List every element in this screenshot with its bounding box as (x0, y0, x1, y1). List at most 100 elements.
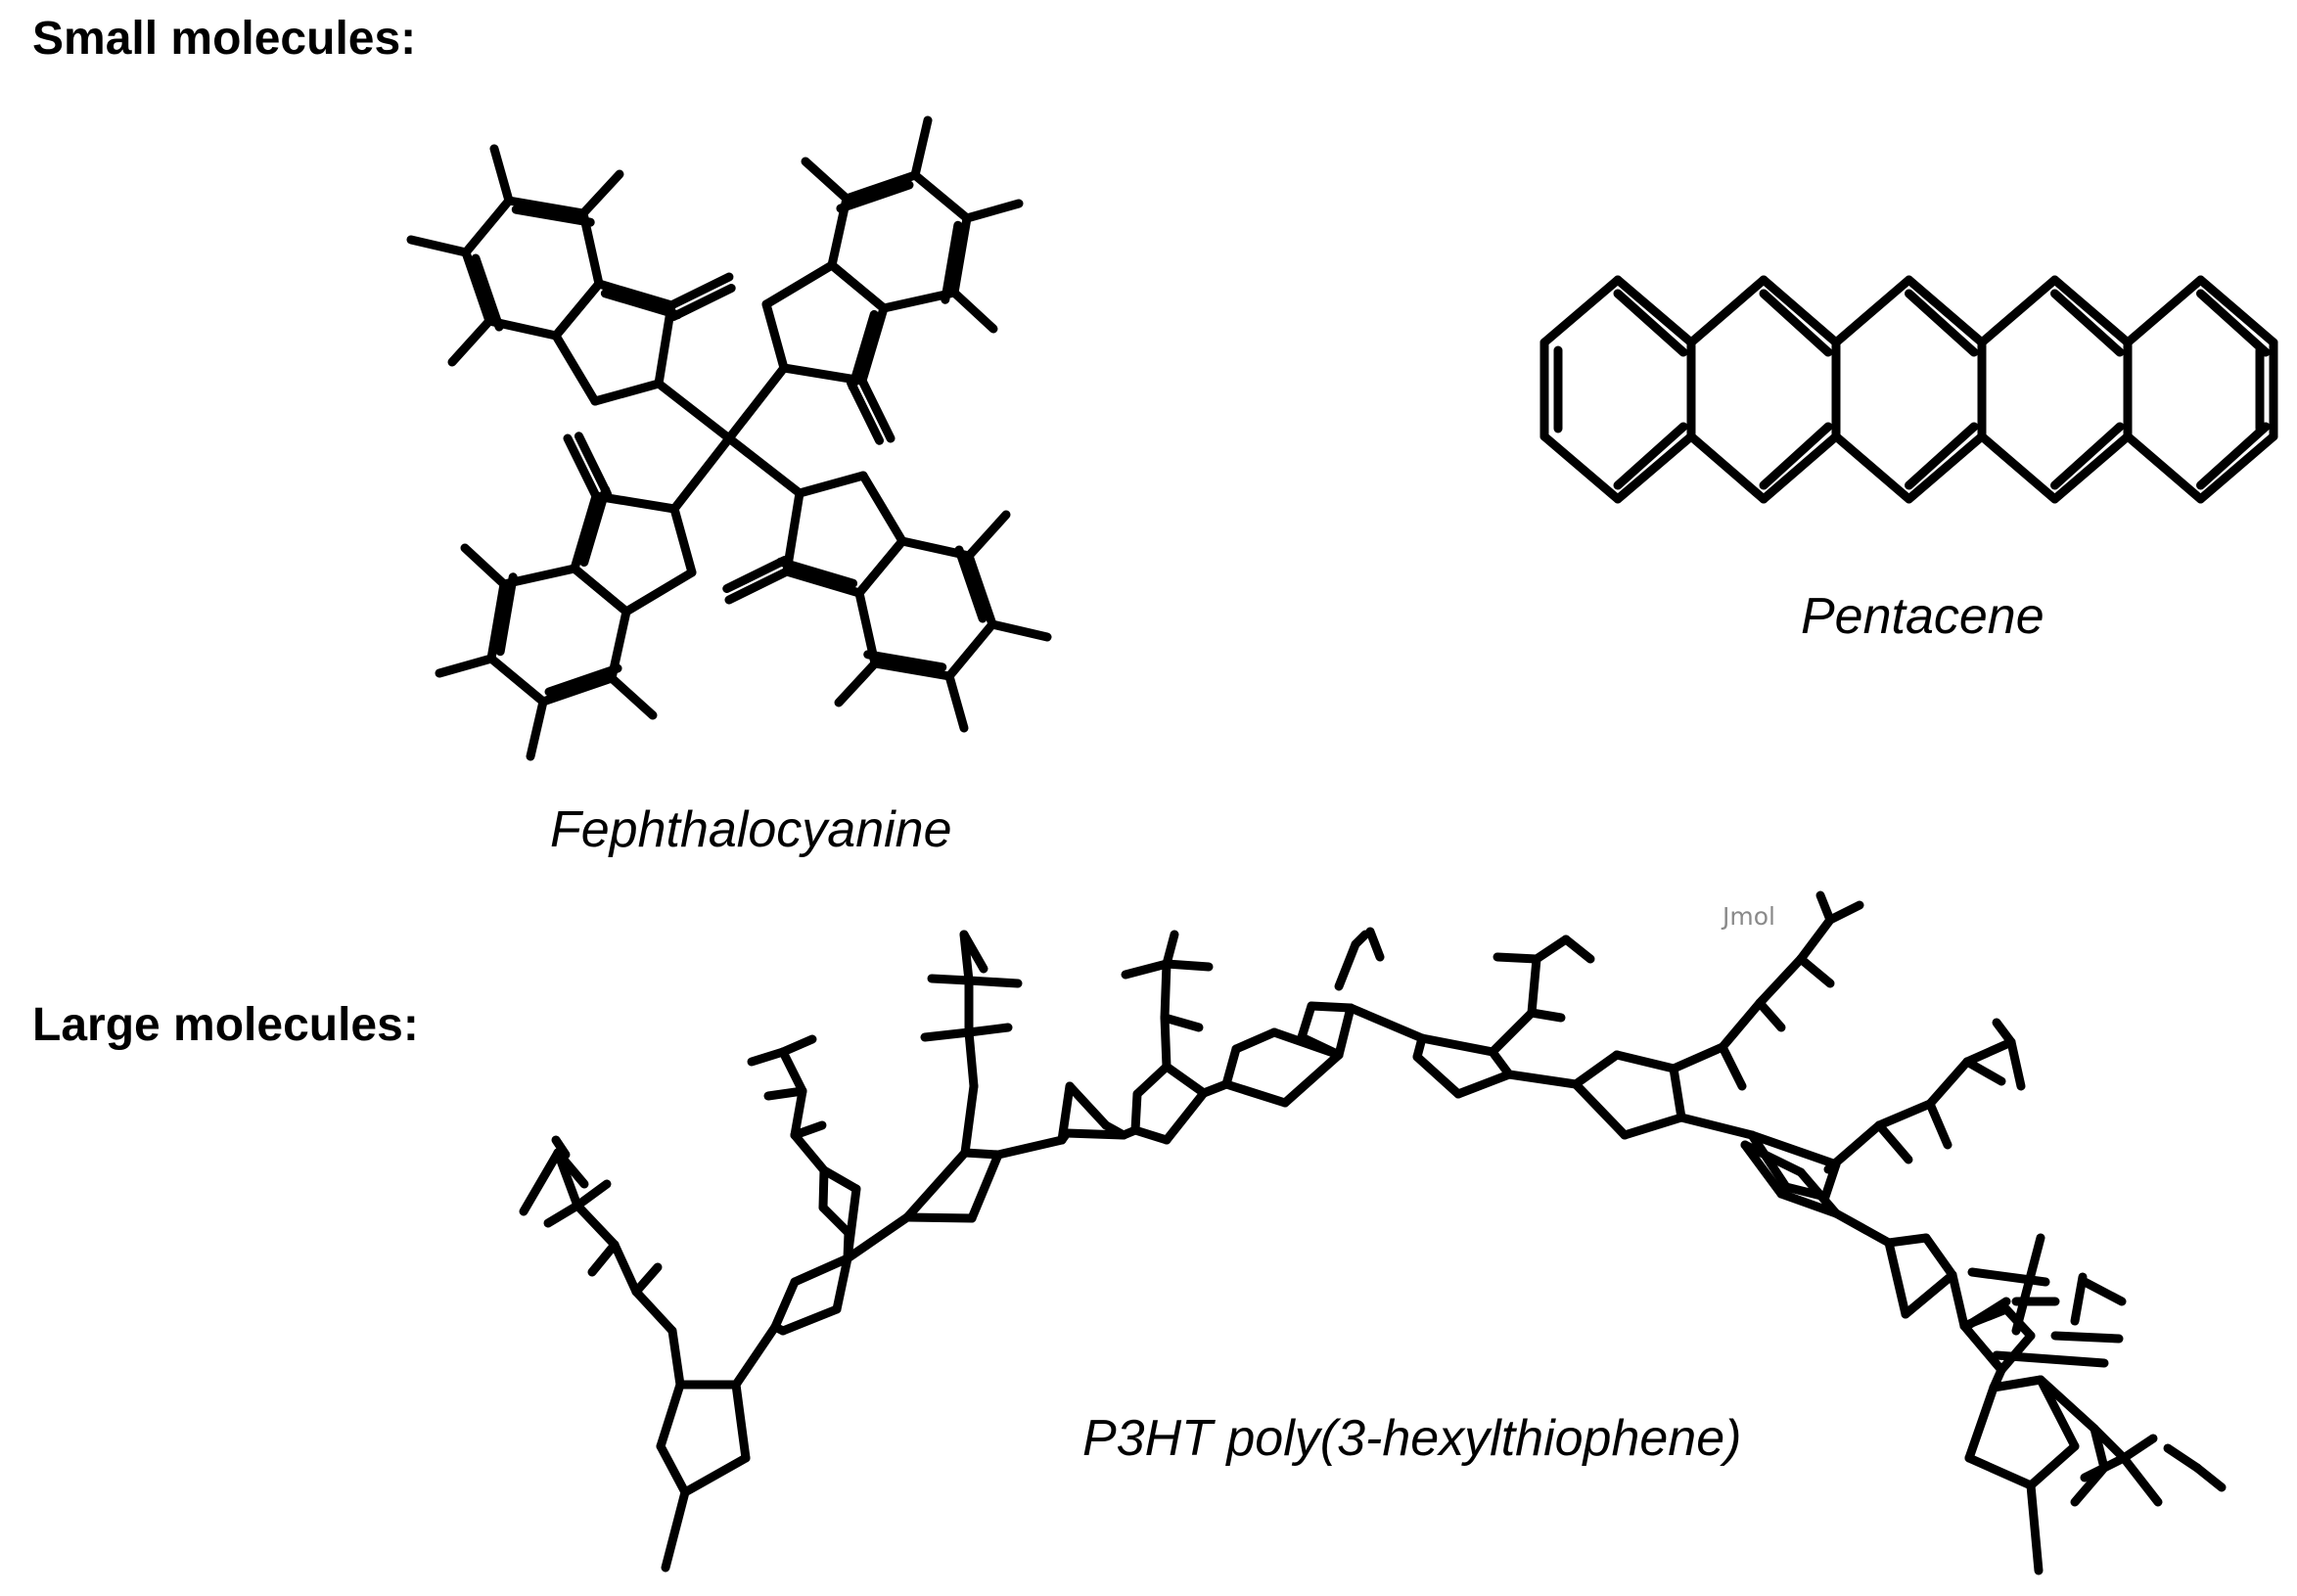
bond (1962, 1297, 2011, 1331)
bond (1539, 275, 1623, 347)
bond (1796, 915, 1835, 964)
bond (489, 144, 514, 205)
bond (661, 1487, 690, 1573)
bond (2050, 289, 2125, 357)
bond (2006, 1037, 2026, 1091)
bond (795, 471, 868, 498)
bond (910, 115, 933, 180)
bond (600, 289, 682, 320)
bond (607, 673, 658, 720)
bond (1297, 1001, 1316, 1042)
bond (654, 379, 734, 443)
bond (1823, 1120, 1884, 1174)
bond (1874, 1099, 1935, 1130)
bond (1612, 1050, 1678, 1073)
bond (511, 205, 595, 227)
bond (1571, 1079, 1630, 1140)
bond (902, 1212, 977, 1223)
bond (790, 1086, 807, 1140)
bond (1796, 1167, 1841, 1218)
bond (964, 976, 1023, 988)
bond (2036, 1375, 2099, 1434)
bond (1962, 1057, 2006, 1086)
bond (1759, 275, 1841, 347)
bond (848, 309, 879, 391)
bond (1686, 432, 1769, 504)
bond (724, 567, 792, 605)
bond (435, 654, 496, 678)
bond (1759, 422, 1833, 490)
bond (1613, 432, 1696, 504)
bond (778, 1047, 807, 1096)
bond (2011, 1233, 2045, 1336)
bond (1132, 1062, 1171, 1099)
bond (486, 579, 509, 663)
bond (1759, 432, 1841, 504)
bond (495, 572, 518, 657)
bond (2050, 432, 2133, 504)
bond (818, 1165, 829, 1212)
bond (770, 1277, 800, 1332)
bond (1825, 900, 1864, 925)
bond (1964, 1383, 1998, 1463)
bond (2123, 275, 2205, 347)
bond (962, 199, 1024, 223)
bond (1160, 959, 1171, 1023)
bond (1613, 422, 1688, 490)
bond (722, 556, 790, 594)
bond (1921, 1233, 1957, 1280)
bond (1874, 1120, 1913, 1164)
bond (1121, 959, 1171, 980)
bond (1453, 1070, 1514, 1099)
bond (1280, 1050, 1344, 1108)
bond (949, 288, 998, 334)
jmol-watermark: Jmol (1723, 902, 1775, 931)
bond (863, 650, 947, 672)
bond (587, 1240, 620, 1277)
bond (964, 1027, 979, 1091)
bond (960, 1148, 1003, 1160)
bond (920, 1027, 974, 1042)
bond (1905, 432, 1987, 504)
bond (1948, 1270, 1969, 1331)
bond (667, 1326, 685, 1390)
bond (842, 170, 920, 204)
bond (2050, 1331, 2124, 1344)
bond (1162, 930, 1179, 969)
bond (543, 1201, 582, 1228)
bond (1334, 1003, 1355, 1060)
bond (669, 504, 697, 577)
bond (669, 433, 734, 514)
bond (761, 299, 789, 373)
bond (538, 673, 617, 707)
bond (902, 1148, 970, 1222)
bond (1488, 1047, 1514, 1079)
bond (574, 432, 612, 499)
bond (724, 363, 789, 443)
bond (1718, 1042, 1747, 1091)
bond (2070, 1463, 2109, 1507)
bond (1755, 998, 1786, 1032)
bond (1532, 935, 1571, 964)
bond (847, 378, 885, 445)
bond (621, 568, 697, 616)
bond (827, 260, 889, 313)
bond (1613, 275, 1696, 347)
bond (964, 551, 997, 629)
bond (1776, 1189, 1841, 1218)
bond (668, 283, 736, 321)
bond (2196, 422, 2271, 490)
bond (801, 157, 851, 204)
bond (551, 1135, 571, 1160)
bond (731, 1380, 751, 1463)
bond (1162, 1088, 1209, 1145)
bond (1527, 954, 1541, 1018)
bond (1669, 1064, 1686, 1122)
small-molecules-heading: Small molecules: (32, 13, 417, 65)
phthalocyanine-label: Fephthalocyanine (550, 801, 952, 858)
bond (1964, 1453, 2036, 1490)
bond (790, 1254, 852, 1287)
bond (858, 471, 907, 546)
